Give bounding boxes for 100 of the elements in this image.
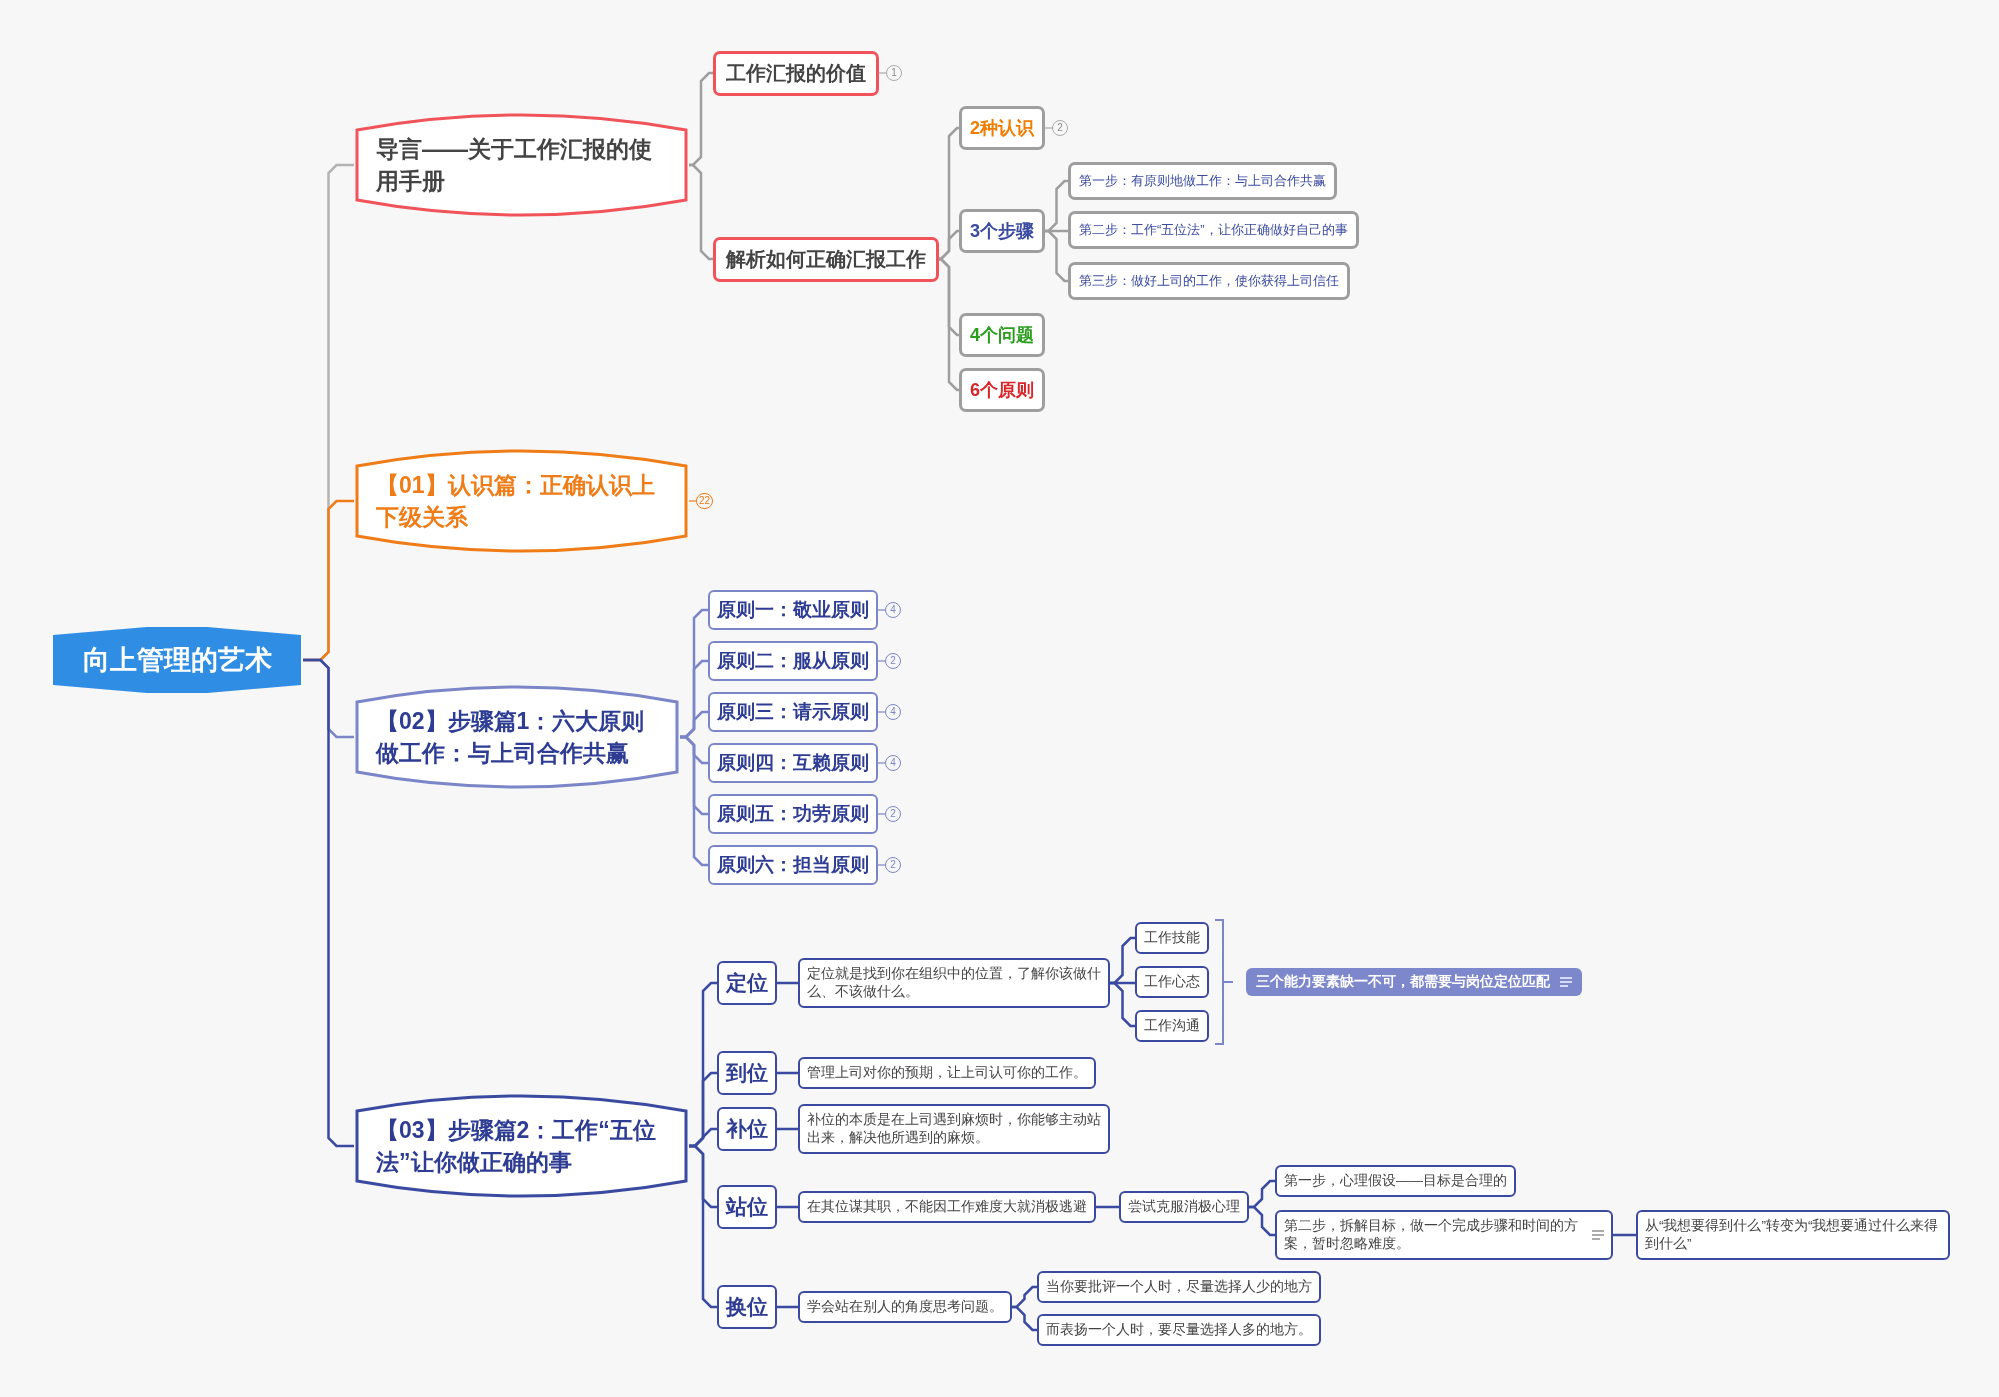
subtopic-box — [1068, 262, 1350, 300]
topic-text: 【01】认识篇：正确认识上下级关系 — [376, 470, 656, 532]
note-box — [1119, 1191, 1249, 1224]
branch-line — [1045, 229, 1068, 283]
topic-text: 第二步，拆解目标，做一个完成步骤和时间的方案，暂时忽略难度。 — [1284, 1217, 1579, 1254]
note-box — [798, 1057, 1096, 1090]
topic-text: 原则三：请示原则 — [717, 700, 869, 724]
collapse-count-badge: 2 — [1052, 120, 1068, 136]
branch-line — [1096, 1205, 1119, 1209]
topic-text: 从“我想要得到什么”转变为“我想要通过什么来得到什么” — [1645, 1217, 1940, 1254]
topic-box — [713, 236, 939, 282]
topic-text: 当你要批评一个人时，尽量选择人少的地方 — [1046, 1278, 1312, 1296]
topic-text: 定位就是找到你在组织中的位置，了解你该做什么、不该做什么。 — [807, 965, 1101, 1002]
topic-text: 第一步，心理假设——目标是合理的 — [1284, 1172, 1507, 1190]
subtopic-box — [708, 590, 878, 630]
subtopic-box — [708, 692, 878, 732]
collapse-count-badge: 22 — [696, 493, 714, 509]
topic-text: 定位 — [726, 970, 768, 996]
branch-topic — [354, 1093, 689, 1199]
topic-text: 而表扬一个人时，要尽量选择人多的地方。 — [1046, 1321, 1312, 1339]
subtopic-box — [717, 1285, 777, 1329]
note-box — [1275, 1165, 1516, 1198]
topic-text: 原则五：功劳原则 — [717, 802, 869, 826]
topic-text: 到位 — [726, 1060, 768, 1086]
note-box — [798, 1191, 1096, 1224]
collapse-count-badge: 4 — [885, 704, 901, 720]
note-box — [1037, 1314, 1321, 1347]
topic-text: 第一步：有原则地做工作：与上司合作共赢 — [1079, 172, 1326, 190]
collapse-count-badge: 1 — [886, 65, 902, 81]
branch-line — [1045, 179, 1068, 233]
subtopic-box — [708, 743, 878, 783]
topic-text: 导言——关于工作汇报的使用手册 — [376, 134, 653, 196]
branch-line — [303, 658, 354, 1148]
topic-text: 2种认识 — [970, 117, 1034, 140]
topic-text: 尝试克服消极心理 — [1128, 1198, 1240, 1216]
subtopic-box — [708, 641, 878, 681]
branch-line — [777, 1205, 798, 1209]
branch-line — [689, 1144, 717, 1309]
note-box — [798, 1104, 1110, 1155]
collapse-count-badge: 2 — [885, 806, 901, 822]
topic-text: 3个步骤 — [970, 220, 1034, 243]
branch-line — [1249, 1205, 1275, 1237]
topic-text: 6个原则 — [970, 379, 1034, 402]
topic-text: 工作汇报的价值 — [726, 60, 866, 86]
topic-text: 工作心态 — [1144, 973, 1200, 991]
note-box — [1135, 922, 1209, 955]
branch-line — [777, 1127, 798, 1131]
topic-text: 解析如何正确汇报工作 — [726, 246, 926, 272]
topic-text: 原则六：担当原则 — [717, 853, 869, 877]
subtopic-box — [717, 1051, 777, 1095]
branch-topic — [354, 112, 689, 218]
note-box — [1275, 1210, 1613, 1261]
topic-text: 原则二：服从原则 — [717, 649, 869, 673]
collapse-count-badge: 4 — [885, 602, 901, 618]
topic-text: 补位的本质是在上司遇到麻烦时，你能够主动站出来，解决他所遇到的麻烦。 — [807, 1111, 1101, 1148]
branch-line — [777, 981, 798, 985]
branch-line — [777, 1071, 798, 1075]
topic-text: 工作技能 — [1144, 929, 1200, 947]
topic-text: 原则四：互赖原则 — [717, 751, 869, 775]
topic-text: 向上管理的艺术 — [81, 644, 273, 677]
subtopic-box — [717, 961, 777, 1005]
topic-text: 补位 — [726, 1116, 768, 1142]
topic-text: 【03】步骤篇2：工作“五位法”让你做正确的事 — [376, 1115, 657, 1177]
note-box — [1135, 1010, 1209, 1043]
branch-line — [1012, 1305, 1037, 1332]
topic-text: 换位 — [726, 1294, 768, 1320]
branch-line — [777, 1305, 798, 1309]
note-box — [798, 1291, 1012, 1324]
topic-text: 第三步：做好上司的工作，使你获得上司信任 — [1079, 272, 1339, 290]
topic-box — [959, 209, 1045, 253]
topic-box — [959, 106, 1045, 150]
subtopic-box — [708, 794, 878, 834]
topic-text: 三个能力要素缺一不可，都需要与岗位定位匹配 — [1256, 973, 1550, 991]
topic-box — [959, 368, 1045, 412]
collapse-count-badge: 4 — [885, 755, 901, 771]
central-topic — [51, 625, 303, 695]
topic-text: 学会站在别人的角度思考问题。 — [807, 1298, 1003, 1316]
topic-text: 原则一：敬业原则 — [717, 598, 869, 622]
topic-box — [959, 313, 1045, 357]
subtopic-box — [717, 1185, 777, 1229]
note-box — [798, 958, 1110, 1009]
summary-box — [1246, 968, 1582, 996]
subtopic-box — [1068, 162, 1337, 200]
branch-line — [1613, 1233, 1636, 1237]
topic-text: 在其位谋其职，不能因工作难度大就消极逃避 — [807, 1198, 1087, 1216]
topic-text: 管理上司对你的预期，让上司认可你的工作。 — [807, 1064, 1087, 1082]
collapse-count-badge: 2 — [885, 653, 901, 669]
topic-text: 站位 — [726, 1194, 768, 1220]
branch-line — [938, 257, 960, 392]
note-box — [1135, 966, 1209, 999]
note-box — [1037, 1271, 1321, 1304]
branch-line — [1110, 981, 1135, 1028]
branch-topic — [354, 448, 689, 554]
subtopic-box — [1068, 211, 1359, 249]
branch-line — [938, 229, 960, 261]
topic-text: 4个问题 — [970, 324, 1034, 347]
topic-text: 【02】步骤篇1：六大原则做工作：与上司合作共赢 — [376, 706, 646, 768]
branch-topic — [354, 684, 680, 790]
branch-line — [680, 735, 708, 867]
topic-text: 第二步：工作“五位法”，让你正确做好自己的事 — [1079, 221, 1348, 239]
